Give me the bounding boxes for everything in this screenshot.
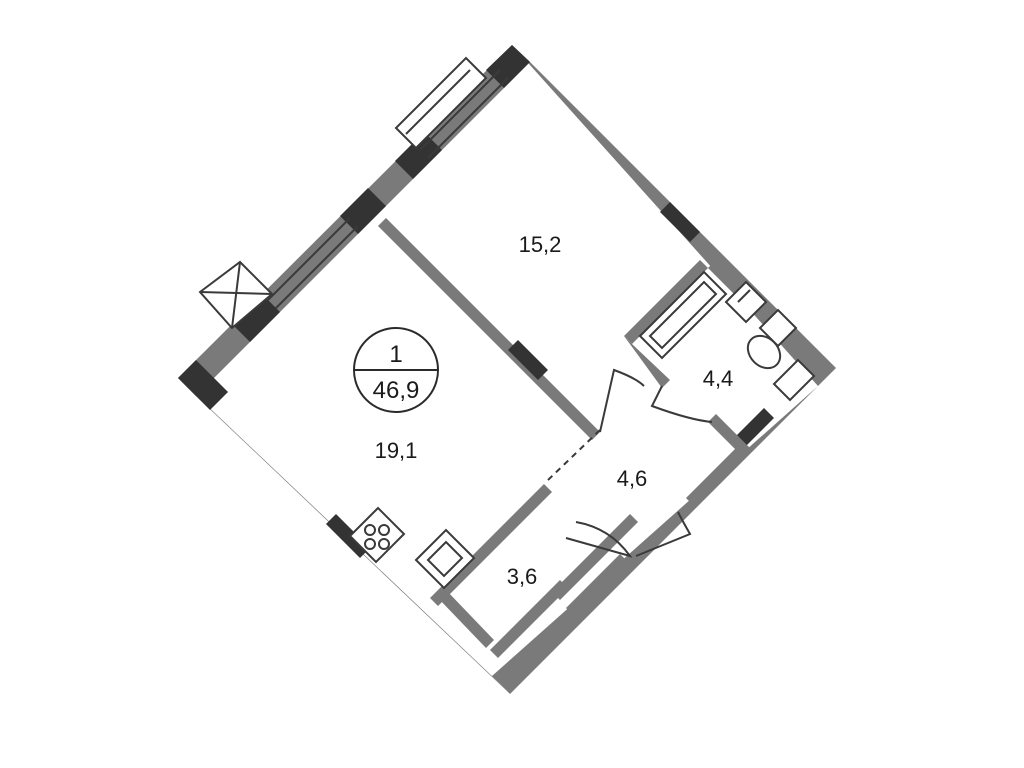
total-area-label: 46,9 bbox=[373, 377, 420, 404]
apartment-badge: 1 46,9 bbox=[353, 327, 439, 413]
bathroom-sink-icon bbox=[724, 280, 768, 324]
windows bbox=[267, 69, 509, 309]
kitchen-sink-icon bbox=[414, 528, 476, 590]
room-area-bathroom: 4,4 bbox=[703, 366, 734, 391]
shaft-box bbox=[772, 358, 816, 402]
room-area-bedroom: 15,2 bbox=[519, 232, 562, 257]
ventilation-box bbox=[198, 260, 274, 330]
window-wall-segments bbox=[178, 45, 774, 558]
bathtub-icon bbox=[638, 270, 728, 360]
outer-walls bbox=[178, 45, 836, 694]
interior-walls bbox=[378, 218, 790, 658]
rooms-count-label: 1 bbox=[389, 341, 402, 368]
room-area-living: 19,1 bbox=[375, 438, 418, 463]
toilet-icon bbox=[746, 308, 798, 370]
stove-icon bbox=[348, 506, 406, 564]
doors bbox=[547, 368, 713, 558]
room-area-storage: 3,6 bbox=[507, 564, 538, 589]
balcony bbox=[394, 56, 488, 150]
room-area-hallway: 4,6 bbox=[617, 466, 648, 491]
